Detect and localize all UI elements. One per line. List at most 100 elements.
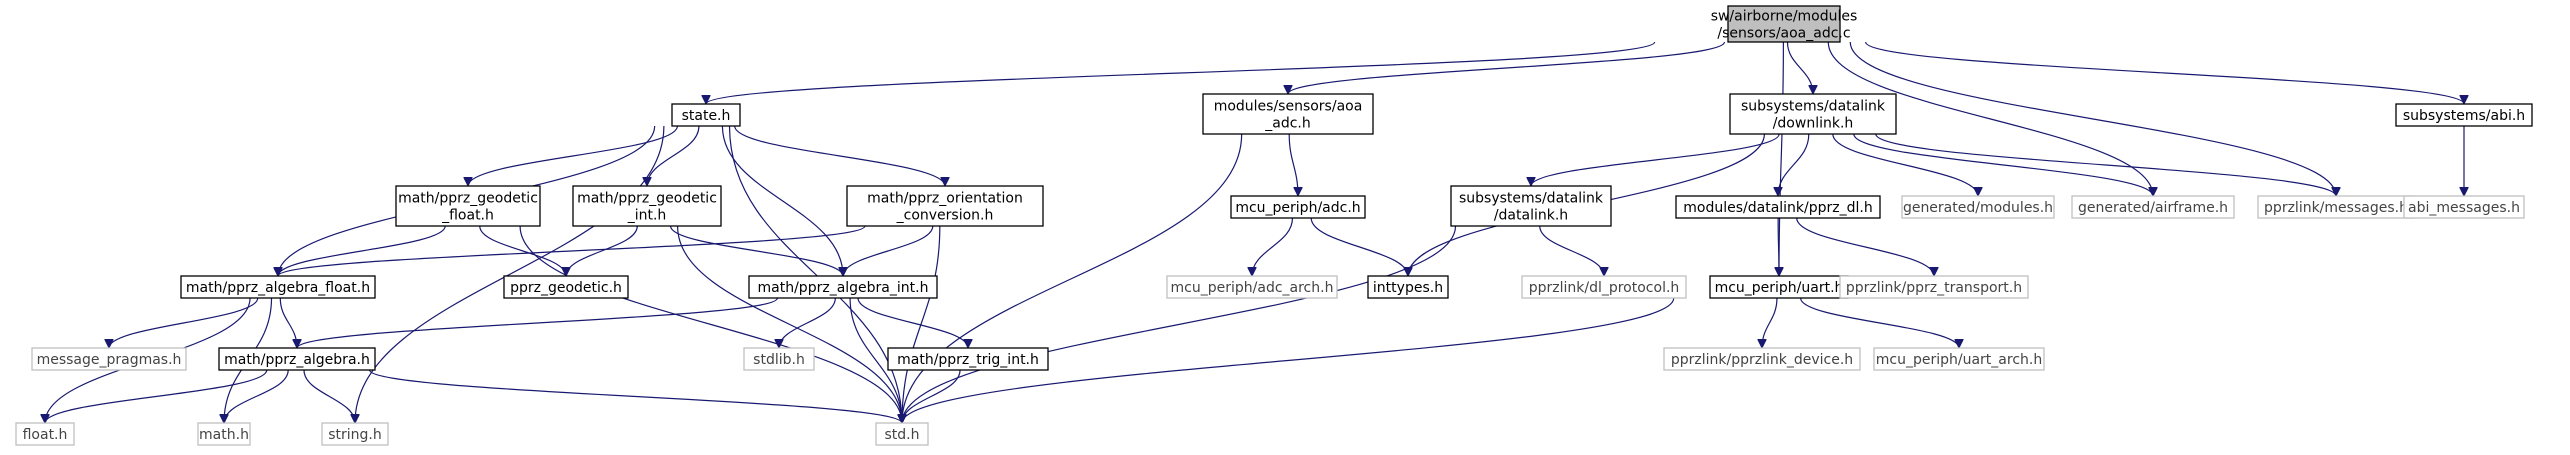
edge-uart_h-to-pprzlink_device_h xyxy=(1762,297,1778,348)
node-box xyxy=(743,347,815,371)
node-algebra-h[interactable]: math/pprz_algebra.h xyxy=(218,347,376,371)
edge-datalink_h-to-dl_protocol_h xyxy=(1539,225,1604,277)
edge-algebra_int_h-to-algebra_h xyxy=(297,297,779,349)
edge-mod_aoa_adc_h-to-mcu_adc_h xyxy=(1288,133,1298,196)
edge-mod_aoa_adc_h-to-std_h xyxy=(902,133,1243,423)
node-geodetic-float-h[interactable]: math/pprz_geodetic_float.h xyxy=(395,185,541,227)
edge-downlink_h-to-gen_modules_h xyxy=(1832,133,1978,197)
edge-algebra_h-to-float_h xyxy=(45,369,268,424)
node-label: math/pprz_algebra.h xyxy=(224,352,370,368)
edge-orientation_h-to-algebra_int_h xyxy=(843,225,934,277)
edge-downlink_h-to-gen_airframe_h xyxy=(1853,133,2153,197)
node-label: modules/sensors/aoa xyxy=(1214,99,1363,115)
node-label: math/pprz_orientation xyxy=(867,191,1023,207)
node-label: math/pprz_trig_int.h xyxy=(897,352,1039,368)
node-inttypes-h[interactable]: inttypes.h xyxy=(1367,275,1449,299)
node-message-pragmas-h: message_pragmas.h xyxy=(31,347,187,371)
edge-aoa_adc_c-to-mod_aoa_adc_h xyxy=(1288,41,1726,95)
node-std-h: std.h xyxy=(875,422,929,446)
node-uart-h[interactable]: mcu_periph/uart.h xyxy=(1709,275,1849,299)
node-mcu-adc-h[interactable]: mcu_periph/adc.h xyxy=(1230,195,1366,219)
node-algebra-int-h[interactable]: math/pprz_algebra_int.h xyxy=(748,275,938,299)
edge-algebra_int_h-to-std_h xyxy=(849,297,902,423)
node-gen-modules-h: generated/modules.h xyxy=(1901,195,2055,219)
node-abi-messages-h: abi_messages.h xyxy=(2403,195,2525,219)
node-box xyxy=(197,422,251,446)
node-box xyxy=(1729,93,1897,135)
edge-state_h-to-std_h xyxy=(728,125,902,423)
node-label: subsystems/datalink xyxy=(1459,191,1604,207)
node-box xyxy=(1230,195,1366,219)
edge-algebra_int_h-to-trig_int_h xyxy=(857,297,968,349)
edge-aoa_adc_c-to-downlink_h xyxy=(1786,41,1813,94)
node-label: modules/datalink/pprz_dl.h xyxy=(1683,200,1872,216)
node-pprz-dl-h[interactable]: modules/datalink/pprz_dl.h xyxy=(1675,195,1881,219)
node-aoa-adc-c: sw/airborne/modules/sensors/aoa_adc.c xyxy=(1711,5,1857,43)
node-uart-arch-h: mcu_periph/uart_arch.h xyxy=(1873,347,2045,371)
node-geodetic-int-h[interactable]: math/pprz_geodetic_int.h xyxy=(572,185,722,227)
edge-uart_h-to-std_h xyxy=(902,297,1675,424)
edge-state_h-to-orientation_h xyxy=(734,125,945,187)
node-algebra-float-h[interactable]: math/pprz_algebra_float.h xyxy=(180,275,376,299)
node-box xyxy=(1727,5,1841,43)
node-label: subsystems/abi.h xyxy=(2403,108,2525,124)
node-state-h[interactable]: state.h xyxy=(671,103,741,127)
edge-state_h-to-algebra_int_h xyxy=(721,125,843,276)
edge-algebra_h-to-string_h xyxy=(303,369,355,424)
edge-geodetic_int_h-to-algebra_int_h xyxy=(669,225,843,277)
edge-algebra_float_h-to-message_pragmas_h xyxy=(109,297,259,349)
node-box xyxy=(572,185,722,227)
edge-geodetic_float_h-to-std_h xyxy=(519,225,902,423)
edge-algebra_float_h-to-algebra_h xyxy=(279,297,297,348)
node-string-h: string.h xyxy=(321,422,389,446)
node-box xyxy=(1675,195,1881,219)
edge-uart_h-to-uart_arch_h xyxy=(1800,297,1959,349)
node-label: mcu_periph/uart.h xyxy=(1715,280,1844,296)
node-label: stdlib.h xyxy=(753,352,805,368)
node-orientation-h[interactable]: math/pprz_orientation_conversion.h xyxy=(846,185,1044,227)
node-float-h: float.h xyxy=(15,422,75,446)
edge-geodetic_float_h-to-algebra_float_h xyxy=(278,225,446,277)
node-label: state.h xyxy=(682,108,731,124)
node-label: std.h xyxy=(885,427,920,443)
node-label: math/pprz_algebra_float.h xyxy=(186,280,370,296)
node-box xyxy=(1166,275,1338,299)
edge-downlink_h-to-pprz_dl_h xyxy=(1778,133,1810,196)
node-box xyxy=(1367,275,1449,299)
node-label: generated/modules.h xyxy=(1903,200,2053,216)
node-label: math/pprz_geodetic xyxy=(577,191,717,207)
node-box xyxy=(1839,275,2029,299)
edge-downlink_h-to-datalink_h xyxy=(1531,133,1780,187)
node-label: message_pragmas.h xyxy=(37,352,182,368)
node-label: float.h xyxy=(23,427,68,443)
node-pprzlink-device-h: pprzlink/pprzlink_device.h xyxy=(1663,347,1861,371)
edge-state_h-to-geodetic_float_h xyxy=(468,125,679,187)
node-label: mcu_periph/adc_arch.h xyxy=(1171,280,1334,296)
node-label: abi_messages.h xyxy=(2408,200,2520,216)
node-abi-h[interactable]: subsystems/abi.h xyxy=(2395,103,2533,127)
node-trig-int-h[interactable]: math/pprz_trig_int.h xyxy=(887,347,1049,371)
node-mod-aoa-adc-h[interactable]: modules/sensors/aoa_adc.h xyxy=(1202,93,1374,135)
edge-orientation_h-to-algebra_float_h xyxy=(278,225,866,277)
node-box xyxy=(1521,275,1687,299)
node-label: /sensors/aoa_adc.c xyxy=(1717,26,1850,42)
node-label: generated/airframe.h xyxy=(2078,200,2228,216)
node-box xyxy=(31,347,187,371)
node-box xyxy=(503,275,629,299)
node-pprz-geodetic-h[interactable]: pprz_geodetic.h xyxy=(503,275,629,299)
node-label: /downlink.h xyxy=(1773,116,1854,132)
edge-geodetic_int_h-to-pprz_geodetic_h xyxy=(566,225,638,277)
node-datalink-h[interactable]: subsystems/datalink/datalink.h xyxy=(1450,185,1612,227)
node-box xyxy=(1450,185,1612,227)
node-box xyxy=(671,103,741,127)
node-label: subsystems/datalink xyxy=(1741,99,1886,115)
node-box xyxy=(15,422,75,446)
node-downlink-h[interactable]: subsystems/datalink/downlink.h xyxy=(1729,93,1897,135)
node-box xyxy=(395,185,541,227)
edge-algebra_int_h-to-stdlib_h xyxy=(779,297,836,349)
node-stdlib-h: stdlib.h xyxy=(743,347,815,371)
node-gen-airframe-h: generated/airframe.h xyxy=(2071,195,2235,219)
node-box xyxy=(1663,347,1861,371)
node-math-h: math.h xyxy=(197,422,251,446)
edge-algebra_h-to-std_h xyxy=(369,369,902,424)
